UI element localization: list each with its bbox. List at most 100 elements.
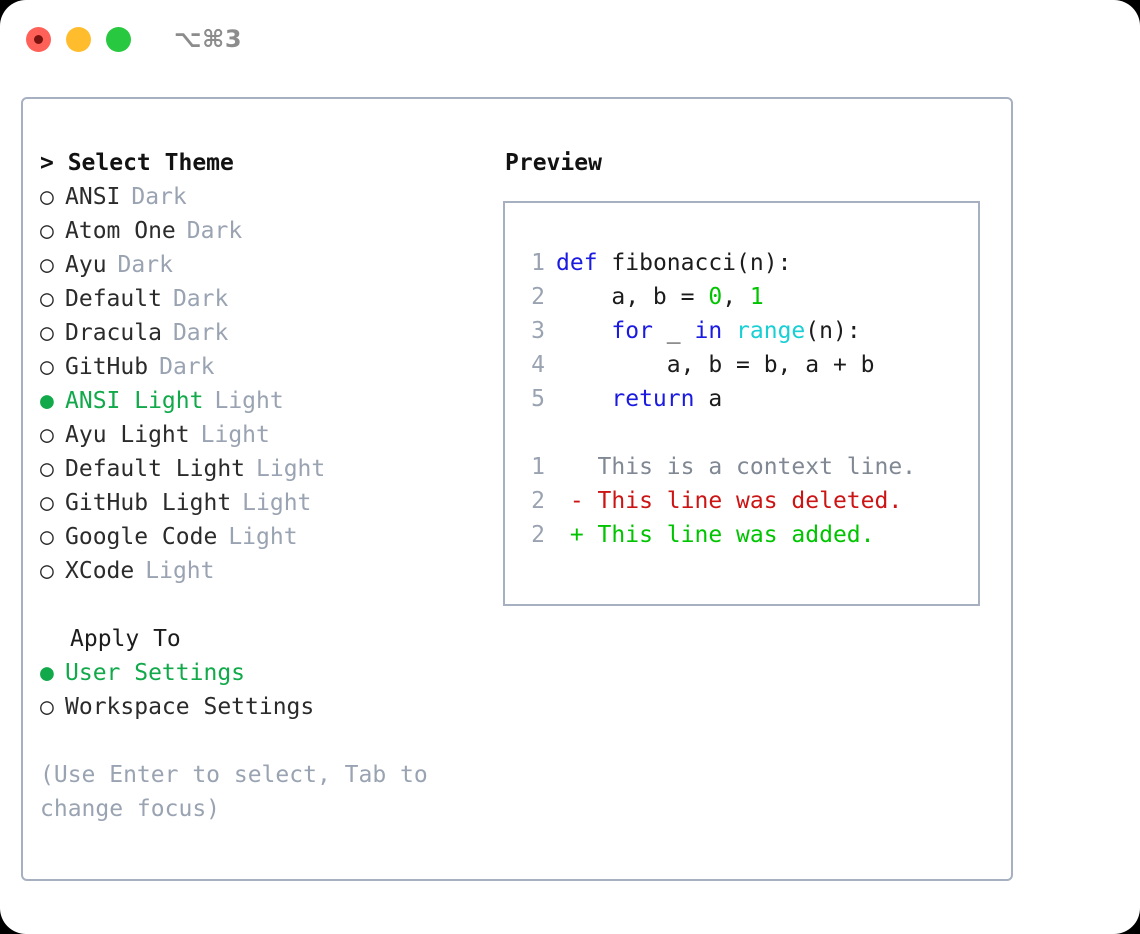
theme-option-label: Ayu Light (65, 422, 190, 448)
theme-option[interactable]: ○ Atom One Dark (40, 214, 503, 248)
theme-option-kind: Light (242, 490, 312, 516)
code-token-kw: return (611, 386, 695, 412)
theme-option-label: Dracula (65, 320, 162, 346)
line-number: 3 (531, 318, 545, 344)
theme-list-title: > Select Theme (40, 150, 234, 176)
code-token-plain (722, 318, 736, 344)
theme-option-label: XCode (65, 558, 135, 584)
theme-option[interactable]: ○ Google Code Light (40, 520, 503, 554)
radio-unselected-icon: ○ (40, 320, 54, 346)
diff-spacer (523, 416, 978, 450)
theme-option-kind: Light (228, 524, 298, 550)
theme-option-label: Default Light (65, 456, 246, 482)
line-number: 2 (531, 522, 545, 548)
apply-to-title: Apply To (70, 626, 181, 652)
code-token-kw: for (611, 318, 653, 344)
minimize-button-icon[interactable] (66, 26, 91, 52)
radio-unselected-icon: ○ (40, 218, 54, 244)
code-token-plain: a, b = (556, 284, 709, 310)
keyboard-shortcut-label: ⌥⌘3 (174, 25, 243, 53)
code-token-builtin: range (736, 318, 806, 344)
apply-to-option[interactable]: ○Workspace Settings (40, 690, 503, 724)
code-line: 4 a, b = b, a + b (523, 348, 978, 382)
theme-option[interactable]: ○ GitHub Dark (40, 350, 503, 384)
code-token-kw: in (694, 318, 723, 344)
theme-option[interactable]: ○ XCode Light (40, 554, 503, 588)
theme-option[interactable]: ○ ANSI Dark (40, 180, 503, 214)
theme-option-kind: Dark (172, 286, 229, 312)
radio-unselected-icon: ○ (40, 252, 54, 278)
line-number: 5 (531, 386, 545, 412)
line-number: 4 (531, 352, 545, 378)
line-number: 2 (531, 284, 545, 310)
radio-unselected-icon: ○ (40, 184, 54, 210)
code-token-plain: a, b = b, a + b (556, 352, 875, 378)
code-token-plain (598, 250, 612, 276)
diff-line: 2 - This line was deleted. (523, 484, 978, 518)
theme-option[interactable]: ○ Default Dark (40, 282, 503, 316)
theme-option-label: GitHub (65, 354, 149, 380)
theme-option[interactable]: ○ Dracula Dark (40, 316, 503, 350)
theme-option[interactable]: ● ANSI Light Light (40, 384, 503, 418)
zoom-button-icon[interactable] (106, 26, 131, 52)
radio-unselected-icon: ○ (40, 490, 54, 516)
code-token-plain (556, 386, 611, 412)
radio-unselected-icon: ○ (40, 558, 54, 584)
section-spacer (40, 588, 503, 622)
theme-option-kind: Dark (159, 354, 215, 380)
apply-to-option-label: User Settings (65, 660, 246, 686)
theme-option-label: Atom One (65, 218, 176, 244)
theme-option-label: ANSI (65, 184, 121, 210)
theme-option-kind: Light (145, 558, 215, 584)
theme-option-kind: Dark (186, 218, 243, 244)
theme-option-label: Default (65, 286, 162, 312)
line-number: 1 (531, 454, 545, 480)
diff-text-del: - This line was deleted. (556, 488, 903, 514)
radio-unselected-icon: ○ (40, 694, 54, 720)
title-bar: ⌥⌘3 (0, 0, 1140, 78)
diff-line: 2 + This line was added. (523, 518, 978, 552)
radio-unselected-icon: ○ (40, 286, 54, 312)
radio-unselected-icon: ○ (40, 354, 54, 380)
radio-selected-icon: ● (40, 388, 54, 414)
theme-option-kind: Dark (117, 252, 173, 278)
code-token-fn: fibonacci (611, 250, 737, 276)
diff-text-add: + This line was added. (556, 522, 875, 548)
code-token-plain: _ (652, 318, 695, 344)
theme-option-kind: Light (214, 388, 284, 414)
code-line: 5 return a (523, 382, 978, 416)
theme-option-kind: Dark (131, 184, 187, 210)
code-token-plain (556, 318, 611, 344)
theme-option[interactable]: ○ GitHub Light Light (40, 486, 503, 520)
apply-to-option[interactable]: ●User Settings (40, 656, 503, 690)
diff-line: 1 This is a context line. (523, 450, 978, 484)
preview-title: Preview (505, 150, 602, 176)
code-token-plain: , (722, 284, 750, 310)
keyboard-hint-text: (Use Enter to select, Tab to change focu… (40, 762, 442, 822)
radio-unselected-icon: ○ (40, 524, 54, 550)
code-token-num: 0 (708, 284, 723, 310)
theme-option-kind: Dark (172, 320, 229, 346)
theme-option-label: GitHub Light (65, 490, 232, 516)
theme-option-label: ANSI Light (65, 388, 204, 414)
theme-option-label: Google Code (65, 524, 218, 550)
close-button-icon[interactable] (26, 26, 51, 52)
code-token-plain: a (694, 386, 723, 412)
radio-unselected-icon: ○ (40, 456, 54, 482)
radio-unselected-icon: ○ (40, 422, 54, 448)
line-number: 1 (531, 250, 545, 276)
diff-sample: 1 This is a context line.2 - This line w… (523, 450, 978, 552)
diff-text-ctx: This is a context line. (556, 454, 917, 480)
line-number: 2 (531, 488, 545, 514)
apply-to-option-list[interactable]: ●User Settings○Workspace Settings (40, 656, 503, 724)
